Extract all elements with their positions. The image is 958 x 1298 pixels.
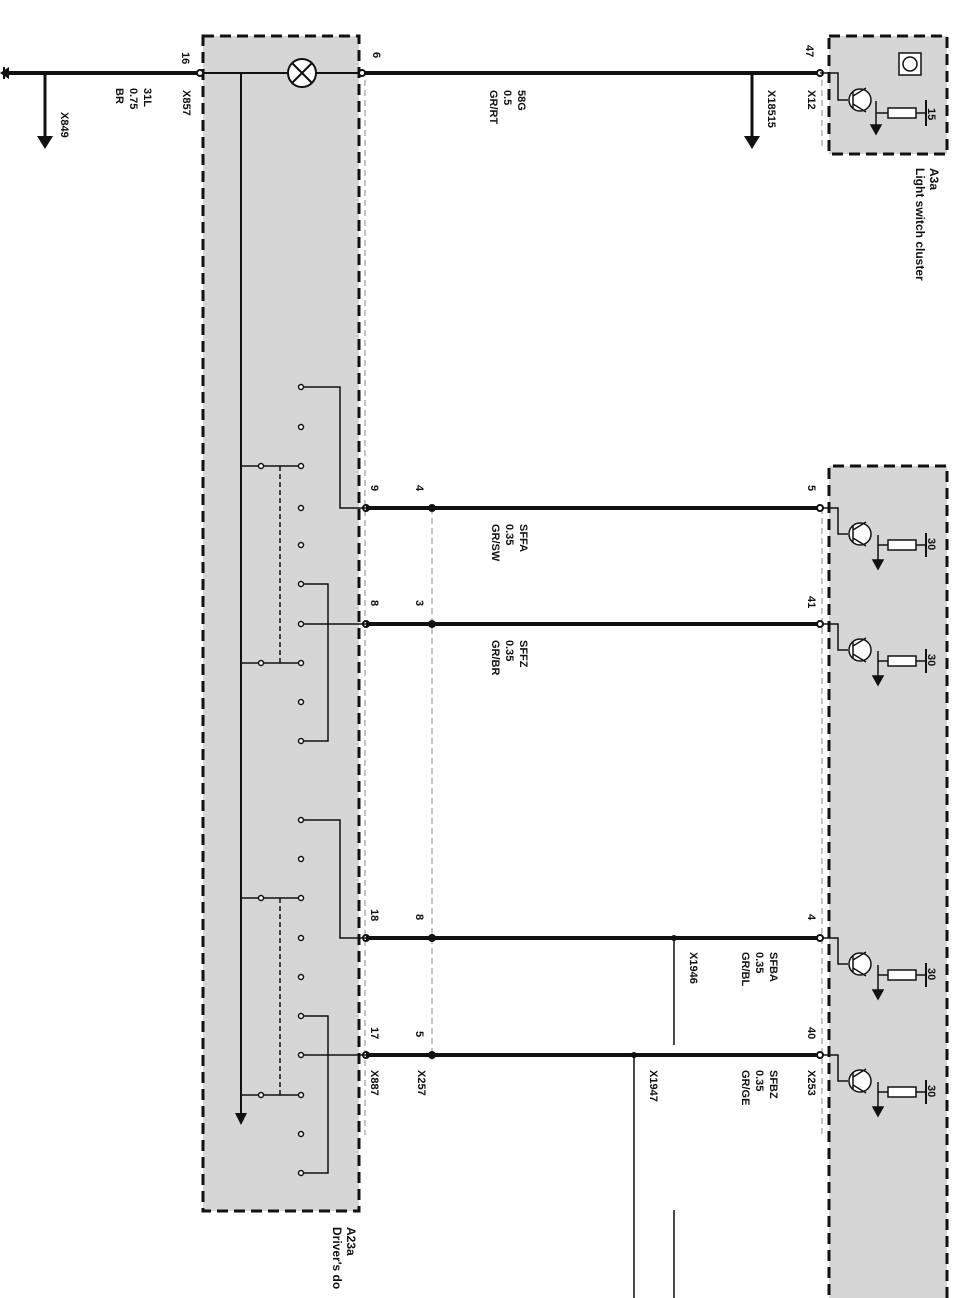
wire-signal-label: SFBZ [767,1070,779,1099]
wire-color-label: BR [113,88,125,104]
light-switch-cluster-box-lower [827,464,949,1298]
component-name-label: Driver's do [330,1227,344,1289]
pin-label: 40 [805,1027,817,1039]
wire-size-label: 0.35 [753,952,765,973]
pin-label: 5 [413,1031,425,1037]
sfbz-transistor-circuit [822,1054,927,1118]
wire-signal-label: 31L [141,88,153,107]
pin-label: 8 [368,600,380,606]
wire-size-label: 0.5 [501,90,513,105]
connector-label: X849 [58,112,70,138]
wire-signal-label: 58G [515,90,527,111]
wire-size-label: 0.75 [127,88,139,109]
pin-label: 9 [368,485,380,491]
connector-label: X1946 [687,952,699,984]
wire-size-label: 0.35 [503,524,515,545]
connector-label: X857 [180,90,192,116]
wire-color-label: GR/GE [739,1070,751,1105]
wire-color-label: GR/BR [489,640,501,676]
ground-arrow-icon [37,136,53,149]
component-id-label: A3a [927,168,941,190]
sffa-transistor-circuit [822,507,927,571]
terminal-label: 30 [925,968,937,980]
pin-label: 47 [803,45,815,57]
component-id-label: A23a [344,1227,358,1256]
connector-label: X1947 [647,1070,659,1102]
wire-signal-label: SFFA [517,524,529,552]
wire-color-label: GR/RT [487,90,499,125]
connector-label: X253 [805,1070,817,1096]
wire-color-label: GR/BL [739,952,751,987]
pin-label: 6 [370,52,382,58]
pin-label: 16 [179,52,191,64]
terminal-label: 30 [925,538,937,550]
pin-label: 3 [413,600,425,606]
connector-label: X12 [805,90,817,110]
wire-size-label: 0.35 [753,1070,765,1091]
switch-contact-dots [257,383,305,1177]
connector-label: X887 [368,1070,380,1096]
sffz-transistor-circuit [822,623,927,687]
wire-signal-label: SFBA [767,952,779,982]
wire-size-label: 0.35 [503,640,515,661]
component-name-label: Light switch cluster [913,168,927,281]
connector-label: X18515 [765,90,777,128]
pin-label: 4 [413,485,425,492]
top-indicator-circuit [820,52,927,136]
terminal-label: 15 [925,108,937,120]
pin-label: 5 [805,485,817,491]
pin-label: 41 [805,596,817,608]
wire-signal-label: SFFZ [517,640,529,668]
pin-label: 18 [368,909,380,921]
lamp-icon [287,58,317,88]
light-switch-cluster-box [827,34,949,156]
internal-ground-arrow-icon [235,1113,247,1125]
wire-color-label: GR/SW [489,524,501,562]
ground-arrow-icon [744,136,760,149]
terminal-label: 30 [925,654,937,666]
connector-label: X257 [415,1070,427,1096]
pin-label: 17 [368,1027,380,1039]
sfba-transistor-circuit [822,937,927,1001]
pin-label: 4 [805,914,817,921]
terminal-label: 30 [925,1085,937,1097]
pin-label: 8 [413,914,425,920]
